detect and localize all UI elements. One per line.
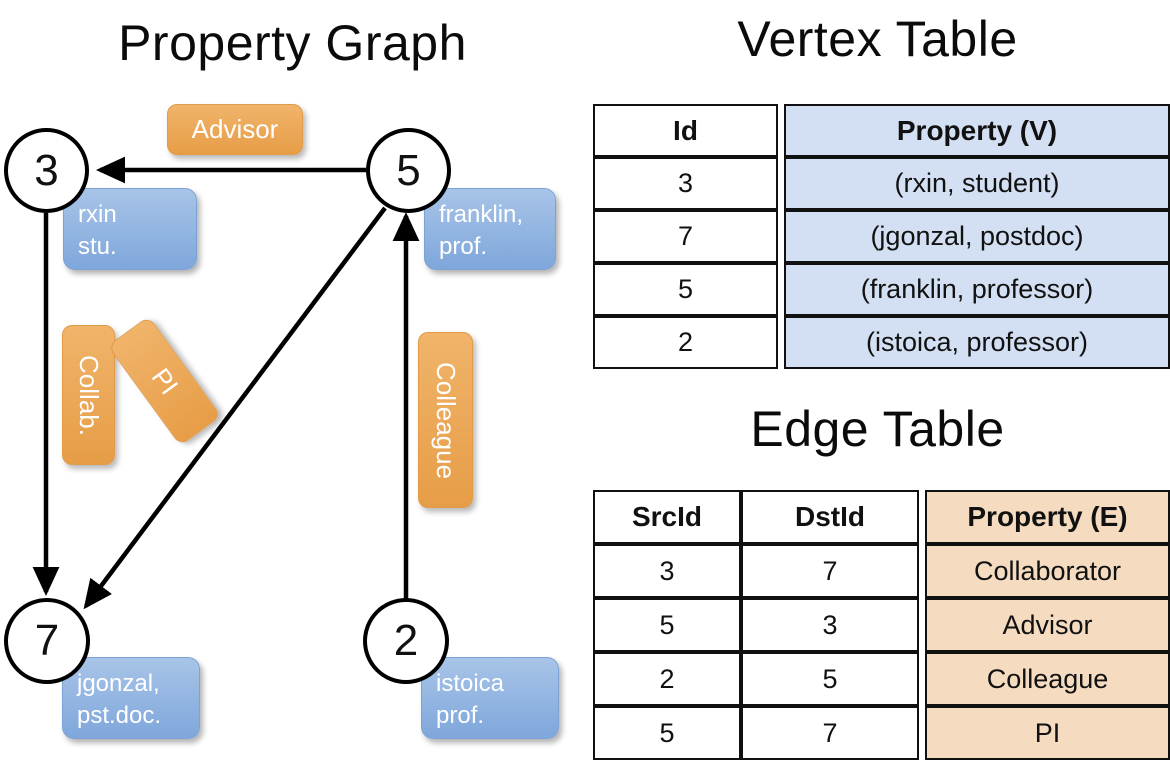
node-property-name-franklin: franklin,	[439, 201, 524, 228]
graph-node-2-label: 2	[393, 616, 419, 665]
graph-edges-svg	[32, 156, 420, 610]
column-gap	[778, 316, 784, 369]
column-gap	[919, 544, 925, 598]
edge-table-header-property: Property (E)	[925, 490, 1170, 544]
edge-label-colleague-text: Colleague	[431, 361, 461, 479]
vertex-row-0-property: (rxin, student)	[784, 157, 1170, 210]
edge-row-2-dst: 5	[741, 652, 919, 706]
graph-node-5-label: 5	[396, 145, 421, 195]
edge-row-1-src: 5	[593, 598, 741, 652]
graph-node-7[interactable]: 7	[4, 598, 90, 684]
vertex-row-2-id: 5	[593, 263, 778, 316]
vertex-table-header-id: Id	[593, 104, 778, 157]
edge-row-0-property: Collaborator	[925, 544, 1170, 598]
vertex-row-2-property: (franklin, professor)	[784, 263, 1170, 316]
edge-label-collab-text: Collab.	[74, 354, 104, 436]
table-row: 7 (jgonzal, postdoc)	[593, 210, 1170, 263]
edge-row-2-property: Colleague	[925, 652, 1170, 706]
table-row: 5 7 PI	[593, 706, 1170, 760]
edge-5-to-7-pi	[83, 206, 387, 610]
graph-node-7-label: 7	[34, 616, 60, 665]
column-gap	[919, 598, 925, 652]
graph-node-3-label: 3	[34, 145, 59, 195]
edge-label-advisor: Advisor	[167, 104, 303, 155]
table-row: 5 (franklin, professor)	[593, 263, 1170, 316]
node-property-role-rxin: stu.	[78, 233, 117, 261]
node-property-name-jgonzal: jgonzal,	[77, 670, 160, 697]
column-gap	[778, 157, 784, 210]
vertex-row-3-id: 2	[593, 316, 778, 369]
table-header-row: SrcId DstId Property (E)	[593, 490, 1170, 544]
edge-row-3-dst: 7	[741, 706, 919, 760]
table-row: 3 (rxin, student)	[593, 157, 1170, 210]
edge-table-header-dstid: DstId	[741, 490, 919, 544]
edge-label-advisor-text: Advisor	[191, 114, 279, 144]
node-property-role-istoica: prof.	[436, 702, 485, 730]
vertex-table-header-property: Property (V)	[784, 104, 1170, 157]
table-row: 5 3 Advisor	[593, 598, 1170, 652]
node-property-name-istoica: istoica	[436, 670, 505, 697]
table-row: 2 5 Colleague	[593, 652, 1170, 706]
column-gap	[919, 652, 925, 706]
vertex-row-3-property: (istoica, professor)	[784, 316, 1170, 369]
edge-table: SrcId DstId Property (E) 3 7 Collaborato…	[593, 490, 1170, 760]
graph-node-5[interactable]: 5	[366, 128, 451, 213]
edge-row-0-src: 3	[593, 544, 741, 598]
table-row: 2 (istoica, professor)	[593, 316, 1170, 369]
edge-table-header-srcid: SrcId	[593, 490, 741, 544]
column-gap	[919, 490, 925, 544]
node-property-box-franklin: franklin, prof.	[424, 188, 556, 270]
edge-row-3-property: PI	[925, 706, 1170, 760]
edge-label-collab: Collab.	[62, 325, 115, 465]
node-property-box-jgonzal: jgonzal, pst.doc.	[62, 657, 200, 739]
node-property-role-franklin: prof.	[439, 233, 488, 261]
edge-row-1-property: Advisor	[925, 598, 1170, 652]
property-graph-diagram: Advisor Collab. PI Colleague rxin stu. f…	[4, 104, 559, 739]
edge-row-1-dst: 3	[741, 598, 919, 652]
edge-row-0-dst: 7	[741, 544, 919, 598]
column-gap	[919, 706, 925, 760]
column-gap	[778, 210, 784, 263]
page-title-property-graph: Property Graph	[118, 15, 467, 71]
node-property-role-jgonzal: pst.doc.	[77, 702, 162, 730]
edge-row-3-src: 5	[593, 706, 741, 760]
graph-node-3[interactable]: 3	[4, 128, 89, 213]
graph-node-2[interactable]: 2	[363, 598, 449, 684]
vertex-row-0-id: 3	[593, 157, 778, 210]
node-property-name-rxin: rxin	[78, 201, 117, 228]
edge-label-colleague: Colleague	[418, 332, 473, 508]
page-title-edge-table: Edge Table	[750, 401, 1005, 457]
edge-label-pi-text: PI	[145, 361, 185, 400]
page-title-vertex-table: Vertex Table	[737, 11, 1018, 67]
vertex-row-1-id: 7	[593, 210, 778, 263]
column-gap	[778, 263, 784, 316]
table-header-row: Id Property (V)	[593, 104, 1170, 157]
edge-row-2-src: 2	[593, 652, 741, 706]
table-row: 3 7 Collaborator	[593, 544, 1170, 598]
vertex-table: Id Property (V) 3 (rxin, student) 7 (jgo…	[593, 104, 1170, 369]
node-property-box-rxin: rxin stu.	[63, 188, 197, 270]
vertex-row-1-property: (jgonzal, postdoc)	[784, 210, 1170, 263]
node-property-box-istoica: istoica prof.	[421, 657, 559, 739]
column-gap	[778, 104, 784, 157]
